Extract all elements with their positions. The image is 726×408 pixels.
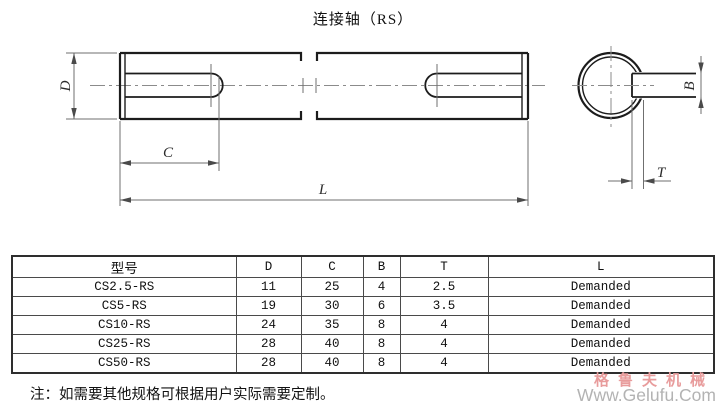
dim-label-l: L bbox=[318, 182, 327, 198]
arrowhead bbox=[621, 178, 632, 184]
cell-d: 24 bbox=[235, 315, 302, 335]
cell-l: Demanded bbox=[487, 315, 715, 335]
cell-c: 40 bbox=[300, 353, 364, 373]
table-row: CS10-RS 24 35 8 4 Demanded bbox=[11, 315, 715, 335]
cell-d: 19 bbox=[235, 296, 302, 316]
table-row: CS25-RS 28 40 8 4 Demanded bbox=[11, 334, 715, 354]
shaft-bottom-left bbox=[120, 111, 303, 121]
table-row: CS50-RS 28 40 8 4 Demanded bbox=[11, 353, 715, 373]
arrowhead bbox=[698, 97, 704, 108]
col-header-l: L bbox=[487, 255, 715, 278]
arrowhead bbox=[120, 160, 131, 166]
cell-t: 4 bbox=[399, 334, 489, 354]
dimension-c: C bbox=[119, 76, 220, 206]
arrowhead bbox=[71, 53, 77, 64]
cell-c: 30 bbox=[300, 296, 364, 316]
cell-model: CS5-RS bbox=[11, 296, 237, 316]
keyway-mask bbox=[630, 72, 696, 99]
watermark-brand: 格鲁夫机械 bbox=[593, 373, 714, 389]
col-header-b: B bbox=[362, 255, 401, 278]
cell-model: CS2.5-RS bbox=[11, 277, 237, 297]
cell-l: Demanded bbox=[487, 296, 715, 316]
cell-d: 28 bbox=[235, 334, 302, 354]
table-row: CS2.5-RS 11 25 4 2.5 Demanded bbox=[11, 277, 715, 297]
cell-model: CS10-RS bbox=[11, 315, 237, 335]
cell-t: 2.5 bbox=[399, 277, 489, 297]
cell-b: 6 bbox=[362, 296, 401, 316]
cell-d: 11 bbox=[235, 277, 302, 297]
dimension-l: L bbox=[120, 121, 529, 206]
arrowhead bbox=[643, 178, 655, 184]
shaft-top-right bbox=[315, 51, 528, 61]
col-header-d: D bbox=[235, 255, 302, 278]
shaft-top-left bbox=[120, 51, 303, 61]
page-title: 连接轴（RS） bbox=[312, 12, 414, 28]
table-header-row: 型号 D C B T L bbox=[11, 255, 715, 278]
shaft-end-view bbox=[572, 46, 696, 127]
col-header-c: C bbox=[300, 255, 364, 278]
dim-label-t: T bbox=[657, 165, 667, 181]
cell-l: Demanded bbox=[487, 334, 715, 354]
custom-note: 注：如需要其他规格可根据用户实际需要定制。 bbox=[30, 387, 335, 403]
cell-model: CS50-RS bbox=[11, 353, 237, 373]
left-keyway bbox=[125, 72, 224, 98]
spec-table: 型号 D C B T L CS2.5-RS 11 25 4 2.5 Demand… bbox=[11, 255, 715, 374]
col-header-t: T bbox=[399, 255, 489, 278]
cell-c: 35 bbox=[300, 315, 364, 335]
shaft-bottom-right bbox=[315, 111, 528, 121]
arrowhead bbox=[208, 160, 219, 166]
cell-t: 3.5 bbox=[399, 296, 489, 316]
cell-b: 4 bbox=[362, 277, 401, 297]
cell-l: Demanded bbox=[487, 353, 715, 373]
cell-b: 8 bbox=[362, 334, 401, 354]
cell-t: 4 bbox=[399, 353, 489, 373]
dimension-t: T bbox=[608, 100, 671, 189]
table-row: CS5-RS 19 30 6 3.5 Demanded bbox=[11, 296, 715, 316]
dim-label-d: D bbox=[58, 80, 74, 92]
dim-label-c: C bbox=[163, 145, 174, 161]
arrowhead bbox=[698, 62, 704, 74]
dimension-d: D bbox=[58, 52, 117, 120]
technical-drawing: D C L bbox=[58, 46, 704, 206]
cell-l: Demanded bbox=[487, 277, 715, 297]
cell-c: 25 bbox=[300, 277, 364, 297]
cell-d: 28 bbox=[235, 353, 302, 373]
cell-model: CS25-RS bbox=[11, 334, 237, 354]
dimension-b: B bbox=[682, 56, 704, 114]
cell-b: 8 bbox=[362, 315, 401, 335]
right-keyway bbox=[424, 72, 522, 98]
cell-c: 40 bbox=[300, 334, 364, 354]
cell-t: 4 bbox=[399, 315, 489, 335]
col-header-model: 型号 bbox=[11, 255, 237, 278]
arrowhead bbox=[120, 197, 131, 203]
arrowhead bbox=[71, 108, 77, 119]
shaft-front-view bbox=[90, 51, 545, 121]
arrowhead bbox=[517, 197, 528, 203]
dim-label-b: B bbox=[682, 81, 698, 90]
cell-b: 8 bbox=[362, 353, 401, 373]
watermark-url: Www.Gelufu.Com bbox=[576, 385, 716, 405]
